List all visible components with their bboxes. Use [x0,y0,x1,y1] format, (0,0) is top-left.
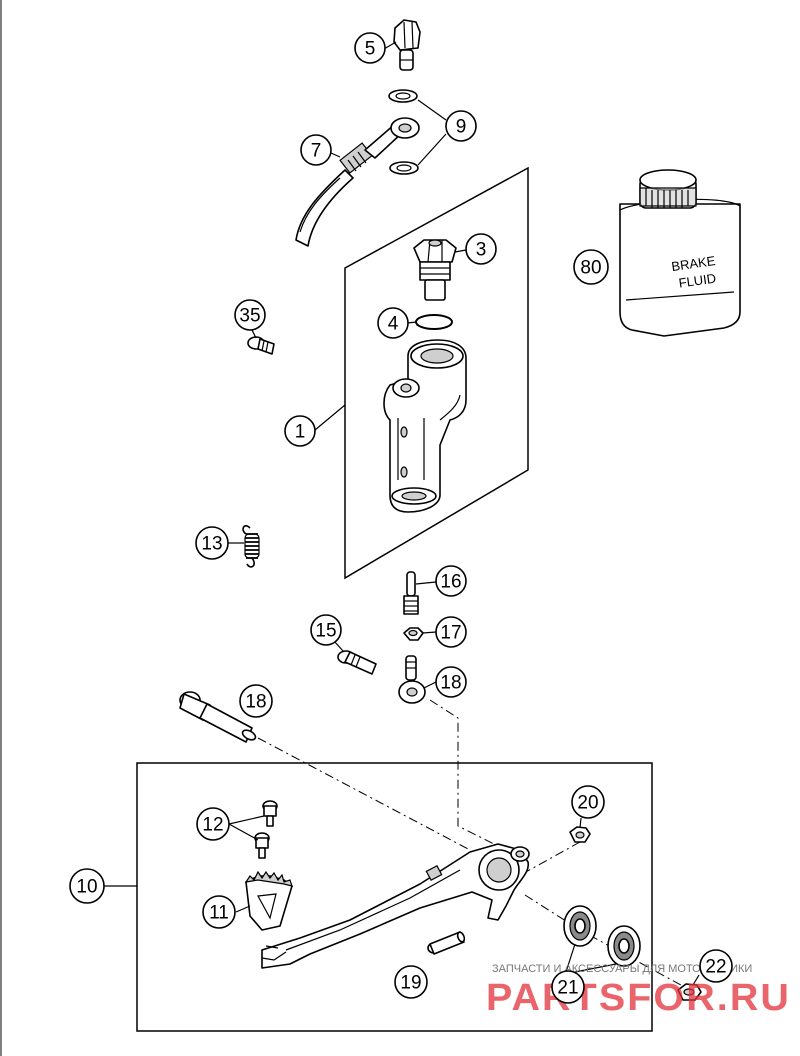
svg-text:22: 22 [705,957,726,978]
bearing-21-left-part [563,905,597,947]
leader-22 [692,974,700,986]
brake-fluid-bottle-part: BRAKE FLUID [619,169,741,337]
o-ring-part [415,314,453,330]
svg-text:7: 7 [311,141,322,162]
svg-text:5: 5 [365,39,376,60]
svg-text:11: 11 [209,903,229,924]
leader-7 [330,152,341,158]
leader-12-upper [228,815,265,825]
svg-text:19: 19 [400,973,421,994]
bearing-21-right-part [607,925,641,967]
leader-9-lower [417,133,447,166]
leader-14 [333,640,345,653]
screw-12-upper-part [262,800,278,827]
callout-35: 35 [234,299,266,331]
callout-80: 80 [573,249,609,285]
pivot-bolt-14-part [337,650,377,675]
callout-22: 22 [699,949,733,983]
callout-4: 4 [377,307,409,339]
svg-text:35: 35 [239,306,260,327]
banjo-bolt-part [393,19,421,71]
svg-text:1: 1 [295,422,306,443]
screw-35-part [247,336,275,355]
svg-text:13: 13 [201,534,222,555]
callout-7: 7 [300,134,332,166]
pedal-step-plate-part [244,870,293,931]
leader-4 [407,321,417,324]
svg-text:4: 4 [388,314,399,335]
return-spring-part [242,525,260,568]
svg-text:12: 12 [202,815,223,836]
watermark-brand: PARTSFOR.RU [486,977,791,1019]
callout-21: 2121 [551,970,585,1004]
svg-text:15: 15 [315,621,336,642]
svg-text:3: 3 [476,240,487,261]
callout-11: 11 [202,895,236,929]
svg-text:9: 9 [456,117,467,138]
callout-21-text: 21 [557,978,578,999]
callout-5: 5 [354,32,386,64]
reservoir-connector-part [413,239,457,301]
callout-12: 12 [196,807,230,841]
leader-12-lower [228,823,259,841]
leader-11 [235,905,251,913]
leader-1 [314,404,346,431]
svg-text:80: 80 [580,258,601,279]
master-cylinder-part [383,339,467,513]
screw-12-lower-part [254,832,270,859]
callout-18: 18 [239,684,273,718]
nut-16-part [403,627,424,641]
callout-1: 1 [284,415,316,447]
callout-3: 3 [465,233,497,265]
nut-20-part [569,826,591,843]
push-rod-part [403,571,419,615]
leader-16 [422,631,437,634]
nut-22-part [677,983,702,1001]
callout-14: 15 [310,614,342,646]
svg-text:18: 18 [245,692,266,713]
leader-15 [415,581,437,585]
brake-pedal-group-frame [136,762,653,1032]
pin-19-part [427,931,466,955]
leader-9-upper [417,99,447,121]
sealing-washer-upper-part [388,89,418,103]
svg-text:10: 10 [76,877,97,898]
svg-text:18: 18 [440,673,461,694]
sealing-washer-lower-part [389,161,419,175]
brake-hose-part [295,117,420,247]
assembly-line-clevis-17 [429,699,499,847]
bottle-label-line2: FLUID [678,271,717,291]
brake-pedal-part [261,843,530,969]
master-cylinder-group-frame [344,166,529,580]
bottle-label-line1: BRAKE [671,253,717,274]
callout-9: 9 [445,110,477,142]
leader-35 [251,329,257,339]
callout-16: 17 [435,616,467,648]
clevis-part [398,655,426,704]
callout-10: 10 [69,868,105,904]
pedal-pivot-pin-part [179,691,257,743]
leader-20 [579,817,582,829]
assembly-line-bolt-18 [257,737,471,851]
leader-21-left [565,943,576,973]
leader-21-right [574,963,617,973]
callout-20: 20 [571,785,605,819]
svg-text:20: 20 [577,793,598,814]
callout-13: 13 [195,526,229,560]
svg-text:17: 17 [440,623,461,644]
svg-text:16: 16 [440,572,461,593]
callout-19: 19 [394,965,428,999]
callout-15: 16 [435,565,467,597]
callout-17: 18 [435,666,467,698]
leader-17 [423,681,437,689]
watermark-tagline: ЗАПЧАСТИ И АКСЕССУАРЫ ДЛЯ МОТОТЕХНИКИ [492,963,752,975]
leader-3 [454,249,467,253]
leader-5 [383,41,397,50]
